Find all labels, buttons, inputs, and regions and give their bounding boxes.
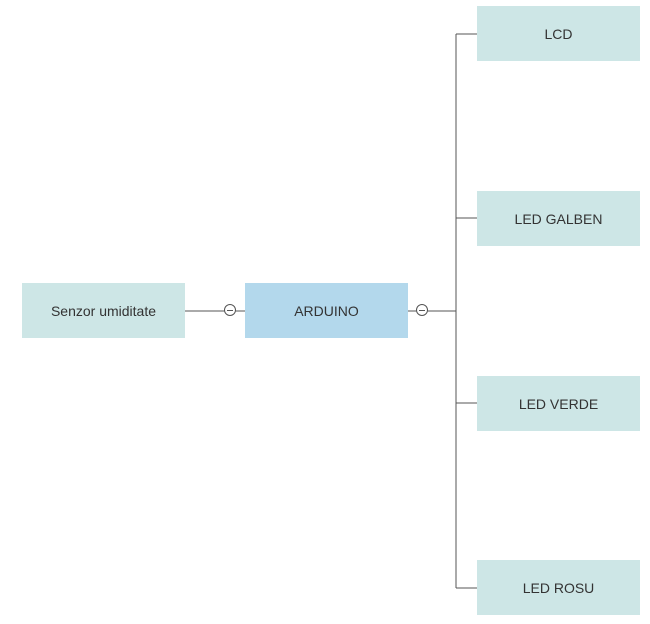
node-label: ARDUINO	[294, 302, 359, 319]
node-label: LED GALBEN	[514, 210, 603, 227]
collapse-toggle-icon[interactable]	[416, 304, 428, 316]
node-senzor-umiditate[interactable]: Senzor umiditate	[22, 283, 185, 338]
node-lcd[interactable]: LCD	[477, 6, 640, 61]
node-label: LCD	[544, 25, 573, 42]
node-label: Senzor umiditate	[50, 302, 157, 319]
node-arduino[interactable]: ARDUINO	[245, 283, 408, 338]
collapse-toggle-icon[interactable]	[224, 304, 236, 316]
node-led-galben[interactable]: LED GALBEN	[477, 191, 640, 246]
node-label: LED VERDE	[518, 395, 599, 412]
node-led-rosu[interactable]: LED ROSU	[477, 560, 640, 615]
node-led-verde[interactable]: LED VERDE	[477, 376, 640, 431]
node-label: LED ROSU	[522, 579, 595, 596]
